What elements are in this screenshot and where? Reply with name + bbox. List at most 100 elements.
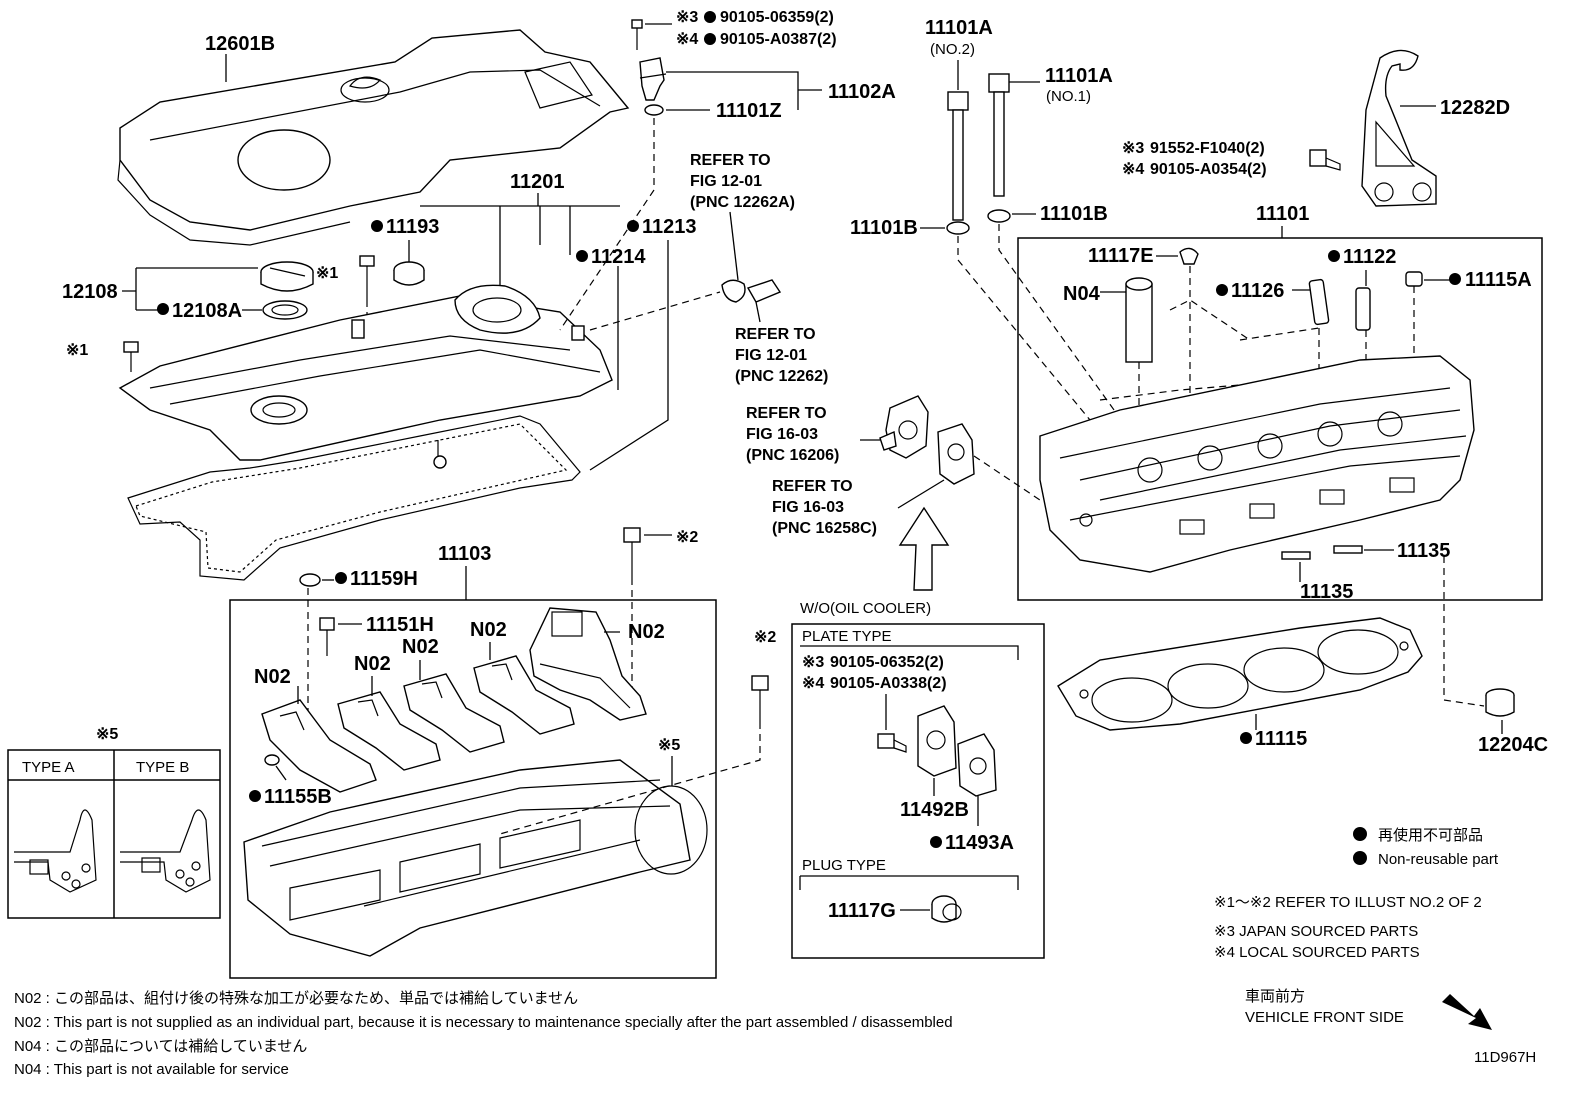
oil-cooler-box: [791, 623, 1045, 959]
label-n02-4: N02: [470, 619, 507, 641]
label-mark5-right: ※5: [658, 737, 680, 754]
footnote-n04-jp: N04 : この部品については補給していません: [14, 1038, 307, 1055]
bolt-a1-mark: ※3: [676, 9, 698, 26]
refer4-line2: FIG 16-03: [772, 499, 844, 516]
cylinder-head-cover-drawing: [118, 284, 613, 469]
wo-oil-cooler-heading: W/O(OIL COOLER): [800, 600, 931, 617]
label-11101b-left: 11101B: [850, 217, 918, 239]
oil-filler-seal-drawing: [262, 300, 308, 320]
dowel-drawing: [1281, 551, 1311, 560]
camshaft-housing-drawing: [243, 759, 691, 957]
direction-arrow-icon: [898, 506, 950, 591]
label-11159h: 11159H: [350, 568, 418, 590]
non-reusable-dot-icon: [704, 11, 716, 23]
dowel-drawing: [1333, 545, 1363, 554]
plug-12204c-drawing: [1485, 688, 1515, 717]
label-n02-1: N02: [254, 666, 291, 688]
label-11135-bottom: 11135: [1300, 581, 1353, 603]
label-mark2-top: ※2: [676, 529, 698, 546]
head-gasket-drawing: [1057, 617, 1423, 731]
front-side-en: VEHICLE FRONT SIDE: [1245, 1009, 1404, 1026]
label-11115a: 11115A: [1465, 269, 1532, 291]
non-reusable-dot-icon: [335, 572, 347, 584]
label-mark5-top: ※5: [96, 726, 118, 743]
bearing-cap-drawing: [473, 655, 575, 735]
non-reusable-dot-icon: [704, 33, 716, 45]
label-11493a: 11493A: [945, 832, 1014, 854]
bearing-cap-drawing: [337, 691, 441, 771]
legend-dot-icon: [1353, 827, 1367, 841]
cylinder-head-box: [1017, 237, 1543, 601]
label-n02-5: N02: [628, 621, 665, 643]
housing-bolt-drawing: [623, 527, 641, 578]
pin-11126-drawing: [1308, 278, 1330, 326]
outlet-gasket-drawing: [937, 423, 975, 485]
figure-code: 11D967H: [1474, 1049, 1536, 1066]
bolt-c2-mark: ※4: [802, 675, 824, 692]
cylinder-head-drawing: [1039, 355, 1475, 573]
hanger-bolt-drawing: [1309, 149, 1341, 171]
head-bolt-no1-drawing: [988, 73, 1010, 197]
non-reusable-dot-icon: [371, 220, 383, 232]
refer3-line1: REFER TO: [746, 405, 827, 422]
label-mark2-right: ※2: [754, 629, 776, 646]
label-11214: 11214: [591, 246, 646, 268]
type-b-header: TYPE B: [136, 759, 189, 776]
non-reusable-dot-icon: [930, 836, 942, 848]
label-11101: 11101: [1256, 203, 1309, 225]
bolt-b2-mark: ※4: [1122, 161, 1144, 178]
label-n02-2: N02: [354, 653, 391, 675]
legend-nonreuse-jp: 再使用不可部品: [1378, 827, 1483, 844]
plate-gasket-drawing: [957, 733, 997, 797]
non-reusable-dot-icon: [1240, 732, 1252, 744]
bolt-b1-mark: ※3: [1122, 140, 1144, 157]
label-11122: 11122: [1343, 246, 1396, 268]
bolt-c1-mark: ※3: [802, 654, 824, 671]
bolt-c2-part: 90105-A0338(2): [830, 675, 947, 692]
refer3-line3: (PNC 16206): [746, 447, 839, 464]
refer1-line3: (PNC 12262A): [690, 194, 795, 211]
hose-clamp-drawing: [721, 279, 782, 303]
legend-note-1-2: ※1～※2 REFER TO ILLUST NO.2 OF 2: [1214, 894, 1482, 911]
detail-circle: [634, 785, 708, 875]
label-12282d: 12282D: [1440, 97, 1510, 119]
label-11101a-no2-sub: (NO.2): [930, 41, 975, 58]
vehicle-front-arrow-icon: [1442, 994, 1492, 1030]
type-a-header: TYPE A: [22, 759, 75, 776]
type-b-detail-drawing: [120, 809, 211, 893]
label-11102a: 11102A: [828, 81, 896, 103]
label-12108a: 12108A: [172, 300, 242, 322]
refer4-line1: REFER TO: [772, 478, 853, 495]
oil-filler-cap-drawing: [260, 261, 314, 292]
label-11126: 11126: [1231, 280, 1284, 302]
plug-type-heading: PLUG TYPE: [802, 857, 886, 874]
label-11101a-no1: 11101A: [1045, 65, 1113, 87]
label-n02-3: N02: [402, 636, 439, 658]
bearing-cap-drawing: [403, 673, 505, 753]
cover-plate-drawing: [917, 705, 957, 777]
label-11135-right: 11135: [1397, 540, 1450, 562]
label-12601b: 12601B: [205, 33, 275, 55]
plug-drawing: [393, 261, 425, 286]
bolt-11151h-drawing: [319, 617, 335, 656]
non-reusable-dot-icon: [576, 250, 588, 262]
bolt-b1-part: 91552-F1040(2): [1150, 140, 1265, 157]
pin-11115a-drawing: [1405, 271, 1423, 287]
head-cover-gasket-drawing: [127, 415, 581, 581]
plug-11155b-drawing: [264, 754, 280, 766]
seal-11159h-drawing: [299, 573, 321, 587]
head-bolt-no2-drawing: [947, 91, 969, 221]
label-11151h: 11151H: [366, 614, 434, 636]
label-11101a-no1-sub: (NO.1): [1046, 88, 1091, 105]
refer2-line3: (PNC 12262): [735, 368, 828, 385]
bolt-drawing: [359, 255, 375, 300]
label-11101b-right: 11101B: [1040, 203, 1108, 225]
label-n04: N04: [1063, 283, 1101, 305]
refer2-line2: FIG 12-01: [735, 347, 807, 364]
plate-bolt-drawing: [877, 733, 907, 753]
footnote-n02-en: N02 : This part is not supplied as an in…: [14, 1014, 953, 1031]
plate-type-heading: PLATE TYPE: [802, 628, 891, 645]
plug-11117e-drawing: [1179, 247, 1199, 265]
front-side-jp: 車両前方: [1245, 988, 1305, 1005]
non-reusable-dot-icon: [627, 220, 639, 232]
